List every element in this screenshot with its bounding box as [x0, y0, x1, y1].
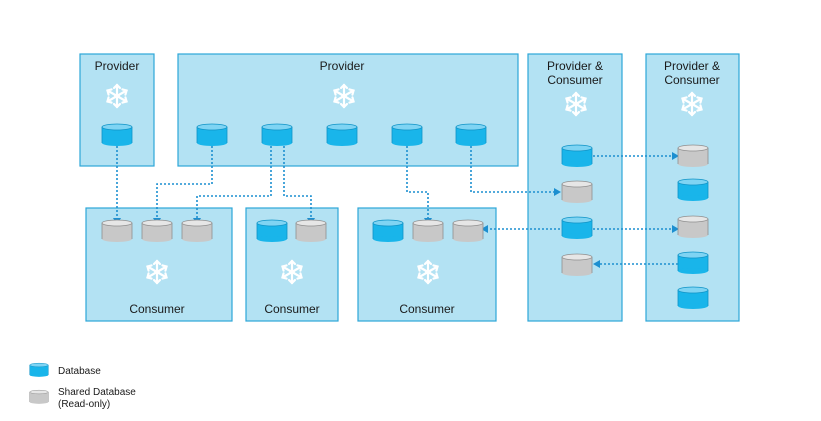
provider-box-2 — [177, 53, 519, 167]
share-connector — [470, 146, 561, 196]
shared-database-icon — [295, 219, 327, 243]
provider-consumer-label-1a: Provider & — [547, 59, 603, 73]
database-icon — [101, 123, 133, 147]
consumer-label-1: Consumer — [129, 302, 184, 316]
database-icon — [561, 144, 593, 168]
consumer-label-2: Consumer — [264, 302, 319, 316]
shared-database-icon — [101, 219, 133, 243]
provider-consumer-label-2b: Consumer — [664, 73, 719, 87]
shared-database-icon — [677, 215, 709, 239]
shared-database-icon — [141, 219, 173, 243]
database-icon — [677, 178, 709, 202]
database-icon — [326, 123, 358, 147]
shared-database-icon — [561, 180, 593, 204]
share-connector — [283, 146, 315, 225]
database-icon — [677, 251, 709, 275]
share-connector — [193, 146, 272, 225]
share-connector — [406, 146, 432, 225]
database-icon — [455, 123, 487, 147]
share-connector — [153, 146, 213, 225]
database-icon — [261, 123, 293, 147]
provider-consumer-label-2a: Provider & — [664, 59, 720, 73]
database-icon — [256, 219, 288, 243]
legend-shared-label-1: Shared Database — [58, 387, 136, 398]
database-icon — [196, 123, 228, 147]
legend-database-icon — [29, 362, 49, 378]
shared-database-icon — [181, 219, 213, 243]
provider-consumer-label-1b: Consumer — [547, 73, 602, 87]
database-icon — [391, 123, 423, 147]
provider-label-2: Provider — [320, 59, 365, 73]
consumer-label-3: Consumer — [399, 302, 454, 316]
database-icon — [372, 219, 404, 243]
database-icon — [677, 286, 709, 310]
legend-database-label: Database — [58, 366, 101, 377]
shared-database-icon — [412, 219, 444, 243]
legend: Database Shared Database (Read-only) — [29, 362, 136, 410]
database-icon — [561, 216, 593, 240]
shared-database-icon — [677, 144, 709, 168]
provider-label-1: Provider — [95, 59, 140, 73]
legend-shared-database-icon — [29, 389, 49, 405]
legend-shared-label-2: (Read-only) — [58, 399, 110, 410]
shared-database-icon — [452, 219, 484, 243]
shared-database-icon — [561, 253, 593, 277]
